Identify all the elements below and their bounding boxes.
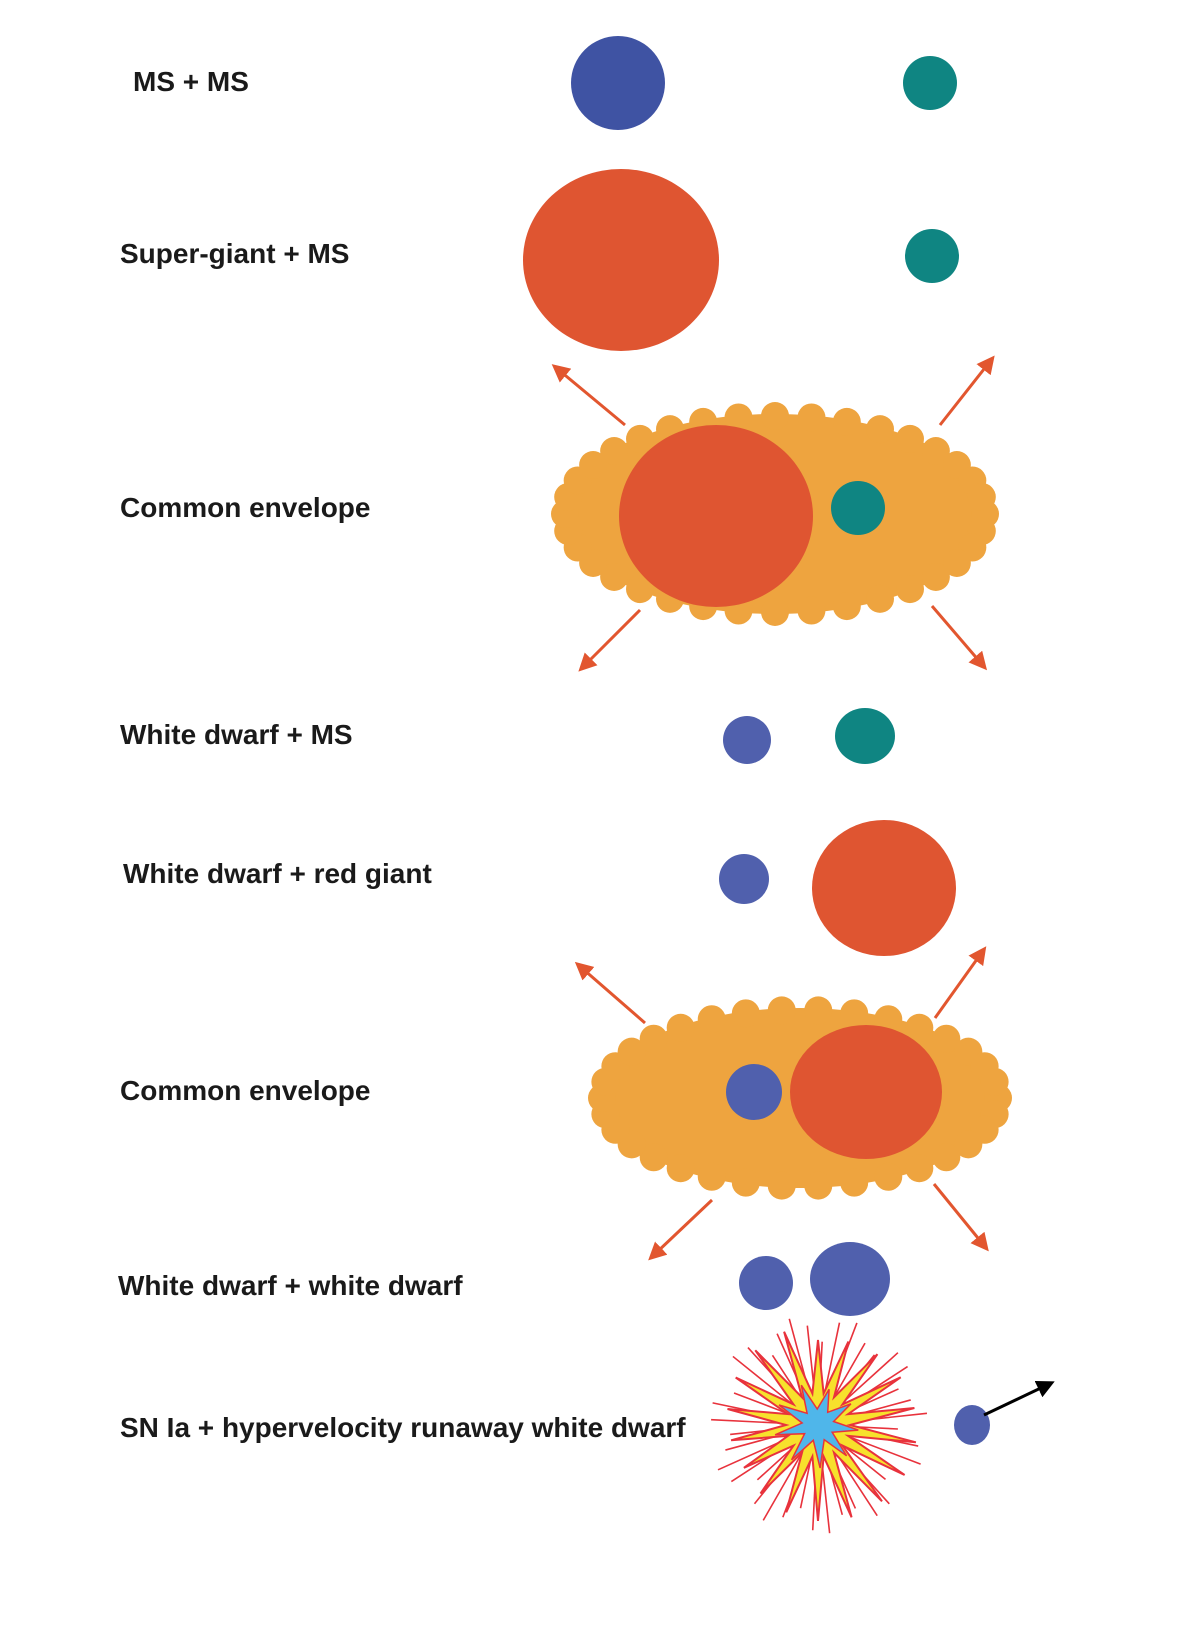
supergiant-star [523, 169, 719, 351]
envelope-scallop [626, 575, 655, 604]
stage-label-common-envelope-1: Common envelope [120, 492, 371, 523]
explosion-star-core [774, 1384, 859, 1469]
envelope-scallop [731, 999, 760, 1028]
envelope-scallop [666, 1013, 695, 1042]
envelope-scallop [804, 996, 833, 1025]
envelope-scallop [840, 1168, 869, 1197]
envelope-scallop [932, 1143, 961, 1172]
envelope-scallop [697, 1005, 726, 1034]
envelope-scallop [767, 1171, 796, 1200]
giant-core [790, 1025, 942, 1159]
explosion-ray [845, 1434, 921, 1465]
envelope-scallop [874, 1005, 903, 1034]
ms-star [835, 708, 895, 764]
stage-wd-red-giant [719, 820, 956, 956]
envelope-scallop [724, 403, 753, 432]
ms-star [903, 56, 957, 110]
runaway-arrow [983, 1380, 1055, 1417]
stage-common-envelope-2 [574, 946, 1012, 1261]
white-dwarf [726, 1064, 782, 1120]
envelope-scallop [954, 1130, 983, 1159]
runaway-white-dwarf [954, 1405, 990, 1445]
outflow-arrows [551, 355, 995, 672]
envelope-scallop [617, 1037, 646, 1066]
envelope-scallop [639, 1143, 668, 1172]
envelope-scallop [731, 1168, 760, 1197]
envelope-scallop [697, 1162, 726, 1191]
envelope-scallop [767, 996, 796, 1025]
envelope-scallop [980, 1067, 1009, 1096]
envelope-scallop [761, 598, 789, 626]
explosion-ray [832, 1342, 866, 1400]
explosion-ray [732, 1355, 796, 1407]
envelope-scallop [895, 424, 924, 453]
envelope-scallop [832, 592, 861, 621]
stage-label-sn-ia: SN Ia + hypervelocity runaway white dwar… [120, 1412, 686, 1443]
envelope-scallop [905, 1013, 934, 1042]
envelope-scallop [895, 575, 924, 604]
envelope-scallop [600, 562, 629, 591]
stage-label-wd-red-giant: White dwarf + red giant [123, 858, 432, 889]
red-giant [812, 820, 956, 956]
envelope-scallop [761, 402, 789, 430]
envelope-scallop [874, 1162, 903, 1191]
envelope-scallop [600, 437, 629, 466]
explosion-ray [733, 1392, 791, 1416]
stage-supergiant-ms [523, 169, 959, 351]
explosion-ray [762, 1450, 804, 1521]
ms-star [831, 481, 885, 535]
white-dwarf [719, 854, 769, 904]
envelope-scallop [840, 999, 869, 1028]
envelope-scallop [797, 403, 826, 432]
envelope-scallop [626, 424, 655, 453]
envelope-scallop [967, 482, 996, 511]
explosion-ray [840, 1443, 886, 1481]
white-dwarf [810, 1242, 890, 1316]
envelope-scallop [921, 562, 950, 591]
stage-wd-ms [723, 708, 895, 764]
envelope-scallop [932, 1024, 961, 1053]
envelope-scallop [866, 584, 894, 613]
envelope-scallop [579, 451, 608, 479]
envelope-scallop [905, 1154, 934, 1183]
explosion-ray [823, 1322, 841, 1396]
giant-core [619, 425, 813, 607]
stage-ms-ms [571, 36, 957, 130]
stage-label-common-envelope-2: Common envelope [120, 1075, 371, 1106]
explosion-ray [839, 1352, 899, 1406]
envelope-scallop [942, 549, 971, 577]
stage-label-supergiant-ms: Super-giant + MS [120, 238, 350, 269]
envelope-scallop [666, 1154, 695, 1183]
envelope-scallop [804, 1171, 833, 1200]
stage-sn-ia [711, 1318, 1055, 1534]
blue-star [571, 36, 665, 130]
stage-label-ms-ms: MS + MS [133, 66, 249, 97]
envelope-scallop [797, 596, 826, 625]
envelope-scallop [921, 437, 950, 466]
stage-label-wd-wd: White dwarf + white dwarf [118, 1270, 463, 1301]
envelope-scallop [866, 415, 894, 444]
stage-common-envelope-1 [551, 355, 999, 672]
stage-wd-wd [739, 1242, 890, 1316]
stage-label-wd-ms: White dwarf + MS [120, 719, 353, 750]
outflow-arrows [574, 946, 989, 1261]
white-dwarf [739, 1256, 793, 1310]
envelope-scallop [832, 407, 861, 436]
white-dwarf [723, 716, 771, 764]
envelope-scallop [639, 1024, 668, 1053]
ms-star [905, 229, 959, 283]
